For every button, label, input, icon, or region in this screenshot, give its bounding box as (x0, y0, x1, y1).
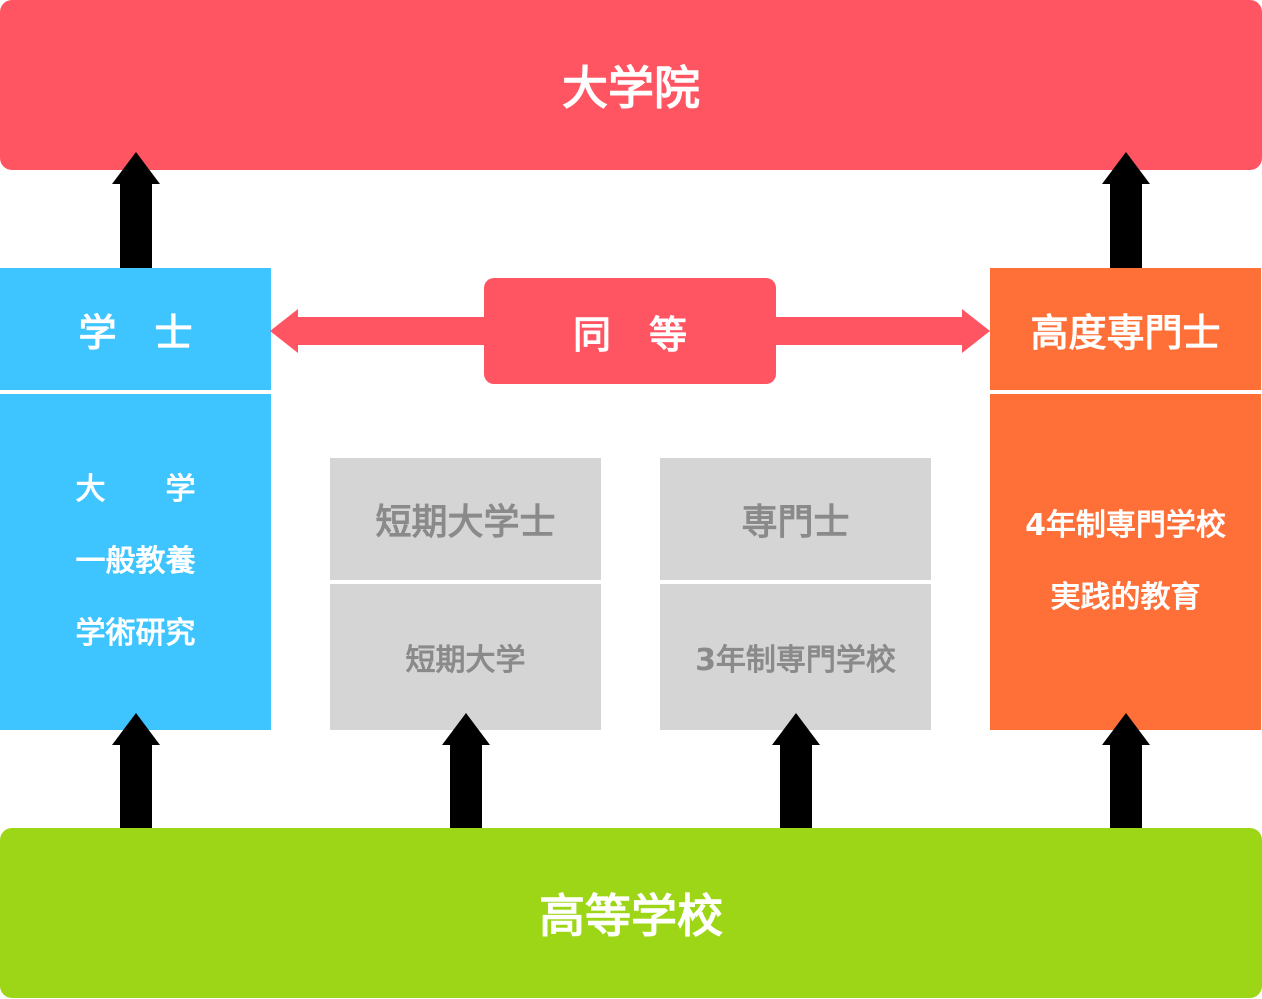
arrow-shaft (120, 744, 152, 830)
arrow-up-icon (772, 713, 820, 745)
arrow-right-icon (962, 309, 990, 353)
vocational-3yr-label: 3年制専門学校 (695, 643, 896, 678)
arrow-up-icon (442, 713, 490, 745)
diploma-box: 専門士 (660, 458, 931, 580)
university-line-3: 学術研究 (75, 616, 196, 651)
vocational-3yr-box: 3年制専門学校 (660, 584, 931, 730)
arrow-left-icon (270, 309, 298, 353)
high-school-box: 高等学校 (0, 828, 1262, 998)
arrow-up-icon (1102, 152, 1150, 184)
university-line-2: 一般教養 (75, 544, 196, 579)
equivalent-label: 同 等 (572, 312, 687, 357)
arrow-shaft (780, 744, 812, 830)
associate-degree-box: 短期大学士 (330, 458, 601, 580)
arrow-line (774, 317, 964, 345)
arrow-line (296, 317, 486, 345)
arrow-shaft (1110, 744, 1142, 830)
arrow-shaft (1110, 183, 1142, 269)
arrow-up-icon (1102, 713, 1150, 745)
vocational-4yr-line-2: 実践的教育 (1050, 580, 1201, 615)
arrow-up-icon (112, 152, 160, 184)
associate-degree-label: 短期大学士 (375, 502, 556, 543)
university-line-1: 大 学 (75, 472, 196, 507)
junior-college-box: 短期大学 (330, 584, 601, 730)
arrow-up-icon (112, 713, 160, 745)
university-box: 大 学 一般教養 学術研究 (0, 394, 271, 730)
diploma-label: 専門士 (741, 502, 850, 543)
advanced-professional-degree-box: 高度専門士 (990, 268, 1261, 390)
junior-college-label: 短期大学 (405, 643, 526, 678)
high-school-label: 高等学校 (539, 889, 723, 943)
advanced-professional-degree-label: 高度専門士 (1030, 310, 1221, 355)
graduate-school-box: 大学院 (0, 0, 1262, 170)
arrow-shaft (120, 183, 152, 269)
graduate-school-label: 大学院 (562, 61, 700, 115)
bachelor-degree-label: 学 士 (78, 310, 193, 355)
bachelor-degree-box: 学 士 (0, 268, 271, 390)
equivalent-box: 同 等 (484, 278, 776, 384)
arrow-shaft (450, 744, 482, 830)
vocational-4yr-box: 4年制専門学校 実践的教育 (990, 394, 1261, 730)
vocational-4yr-line-1: 4年制専門学校 (1025, 508, 1226, 543)
